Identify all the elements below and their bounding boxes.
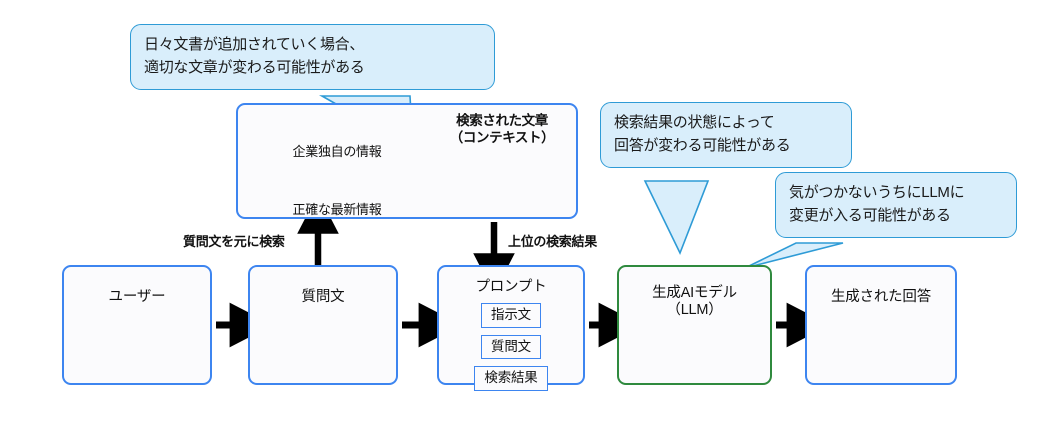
knowledge-base-box: 企業独自の情報 正確な最新情報 検索された文章 （コンテキスト） bbox=[236, 103, 578, 219]
edge-label-search: 質問文を元に検索 bbox=[183, 234, 285, 249]
node-label: ユーザー bbox=[108, 289, 166, 305]
node-label: 生成AIモデル （LLM） bbox=[652, 285, 737, 319]
node-question[interactable]: 質問文 bbox=[248, 265, 398, 385]
context-title: 検索された文章 （コンテキスト） bbox=[449, 113, 555, 145]
callout-2-tail bbox=[643, 180, 710, 255]
source-caption: 正確な最新情報 bbox=[292, 202, 382, 217]
node-generated-answer[interactable]: 生成された回答 bbox=[805, 265, 957, 385]
callout-document-updates: 日々文書が追加されていく場合、 適切な文章が変わる可能性がある bbox=[130, 24, 495, 90]
callout-3-tail bbox=[744, 242, 844, 269]
retrieved-context: 検索された文章 （コンテキスト） bbox=[434, 113, 570, 147]
edge-label-top-results: 上位の検索結果 bbox=[508, 234, 597, 249]
callout-llm-change: 気がつかないうちにLLMに 変更が入る可能性がある bbox=[775, 172, 1017, 238]
source-caption: 企業独自の情報 bbox=[292, 144, 382, 159]
node-label: 質問文 bbox=[301, 289, 345, 305]
knowledge-sources: 企業独自の情報 正確な最新情報 bbox=[252, 112, 422, 218]
node-llm[interactable]: 生成AIモデル （LLM） bbox=[617, 265, 772, 385]
node-prompt[interactable]: プロンプト 指示文 質問文 検索結果 bbox=[437, 265, 585, 391]
knowledge-source-item: 正確な最新情報 bbox=[252, 160, 422, 218]
node-user[interactable]: ユーザー bbox=[62, 265, 212, 385]
prompt-part-question[interactable]: 質問文 bbox=[481, 334, 541, 360]
prompt-part-search-results[interactable]: 検索結果 bbox=[474, 366, 548, 391]
knowledge-source-item: 企業独自の情報 bbox=[252, 112, 422, 160]
node-label: 生成された回答 bbox=[830, 289, 932, 305]
node-label: プロンプト bbox=[475, 279, 547, 295]
prompt-parts: 指示文 質問文 検索結果 bbox=[474, 303, 548, 391]
prompt-part-instruction[interactable]: 指示文 bbox=[481, 303, 541, 328]
callout-retrieval-state: 検索結果の状態によって 回答が変わる可能性がある bbox=[600, 102, 852, 168]
